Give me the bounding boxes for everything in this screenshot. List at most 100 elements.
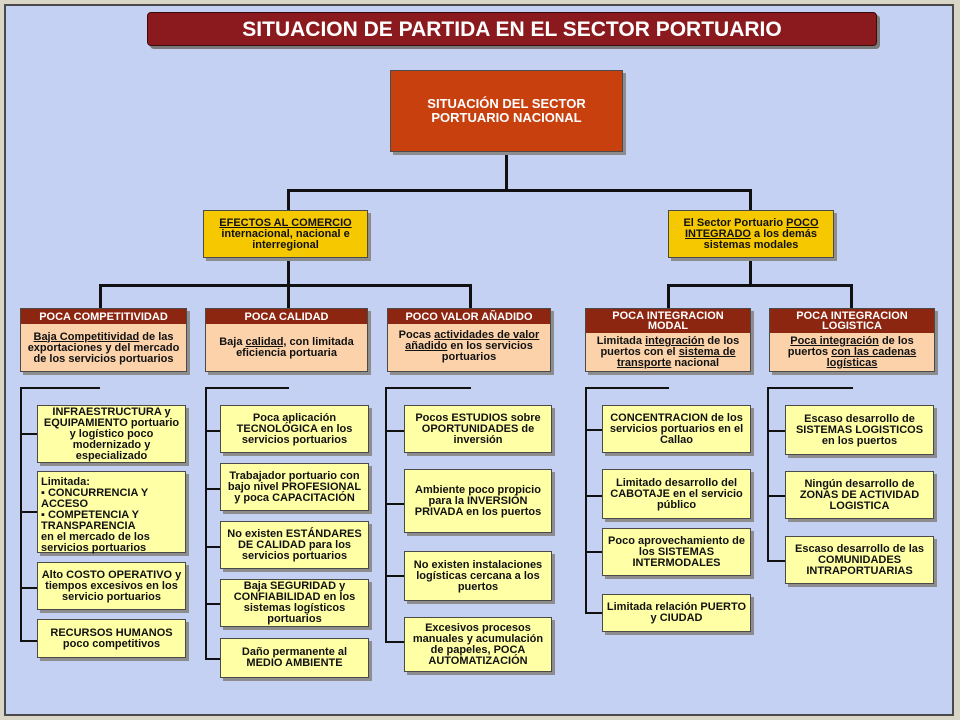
connector	[287, 258, 290, 286]
competitividad-text: de las exportaciones y del mercado de lo…	[27, 330, 180, 365]
connector	[385, 641, 404, 643]
valor-text-2: en los servicios portuarios	[441, 340, 533, 363]
modal-item: Limitado desarrollo del CABOTAJE en el s…	[602, 469, 751, 519]
connector	[385, 430, 404, 432]
modal-text-2: de los puertos con el	[600, 335, 740, 358]
connector	[205, 488, 220, 490]
competitividad-underlined: Baja Competitividad	[33, 330, 140, 343]
integrado-text-1: El Sector Portuario	[683, 216, 787, 229]
category-valor-anadido: POCO VALOR AÑADIDO Pocas actividades de …	[387, 308, 551, 372]
modal-text-1: Limitada	[596, 335, 646, 347]
competitividad-item: INFRAESTRUCTURA y EQUIPAMIENTO portuario…	[37, 405, 186, 463]
root-node: SITUACIÓN DEL SECTOR PORTUARIO NACIONAL	[390, 70, 623, 152]
connector	[505, 154, 508, 190]
connector	[767, 495, 785, 497]
integrado-underlined: POCO INTEGRADO	[684, 216, 819, 240]
modal-item: Limitada relación PUERTO y CIUDAD	[602, 594, 751, 632]
calidad-text-1: Baja	[219, 336, 246, 348]
connector	[99, 284, 102, 308]
connector	[287, 189, 290, 211]
category-header: POCA INTEGRACION LOGISTICA	[770, 309, 934, 333]
connector	[99, 284, 471, 287]
category-description: Baja Competitividad de las exportaciones…	[21, 324, 186, 372]
connector	[287, 189, 751, 192]
competitividad-item-limitada: Limitada: ▪ CONCURRENCIA Y ACCESO ▪ COMP…	[37, 471, 186, 554]
category-calidad: POCA CALIDAD Baja calidad, con limitada …	[205, 308, 368, 372]
connector	[287, 284, 290, 308]
modal-item: Poco aprovechamiento de los SISTEMAS INT…	[602, 528, 751, 576]
connector	[585, 387, 669, 389]
competitividad-item: Alto COSTO OPERATIVO y tiempos excesivos…	[37, 562, 186, 610]
valor-text-1: Pocas	[398, 329, 435, 341]
connector	[385, 387, 471, 389]
category-description: Limitada integración de los puertos con …	[586, 333, 750, 372]
connector	[385, 387, 387, 643]
valor-underlined: actividades de valor añadido	[405, 329, 540, 352]
connector	[205, 658, 220, 660]
connector	[585, 429, 602, 431]
connector	[20, 511, 37, 513]
category-header: POCO VALOR AÑADIDO	[388, 309, 550, 324]
calidad-item: Poca aplicación TECNOLÓGICA en los servi…	[220, 405, 369, 453]
category-header: POCA INTEGRACION MODAL	[586, 309, 750, 333]
connector	[850, 284, 853, 308]
connector	[20, 387, 100, 389]
efectos-underlined: EFECTOS AL COMERCIO	[219, 216, 352, 229]
modal-item: CONCENTRACION de los servicios portuario…	[602, 405, 751, 453]
connector	[205, 603, 220, 605]
root-line-1: SITUACIÓN DEL SECTOR	[427, 96, 586, 111]
logistica-underlined-2: con las cadenas logísticas	[826, 346, 917, 369]
connector	[205, 387, 207, 660]
connector	[667, 284, 853, 287]
calidad-item: Trabajador portuario con bajo nivel PROF…	[220, 463, 369, 511]
modal-underlined-2: sistema de transporte	[616, 346, 736, 369]
logistica-item: Ningún desarrollo de ZONAS DE ACTIVIDAD …	[785, 471, 934, 519]
connector	[585, 551, 602, 553]
calidad-underlined: calidad,	[245, 336, 287, 348]
logistica-underlined-1: Poca integración	[790, 335, 879, 347]
connector	[385, 575, 404, 577]
connector	[767, 387, 769, 562]
valor-item: Ambiente poco propicio para la INVERSIÓN…	[404, 469, 552, 533]
category-header: POCA CALIDAD	[206, 309, 367, 324]
limitada-tail: en el mercado de los servicios portuario…	[41, 531, 150, 554]
connector	[385, 503, 404, 505]
valor-item: Pocos ESTUDIOS sobre OPORTUNIDADES de in…	[404, 405, 552, 453]
modal-underlined-1: integración	[645, 335, 705, 347]
limitada-head: Limitada:	[41, 476, 90, 488]
competitividad-item: RECURSOS HUMANOS poco competitivos	[37, 619, 186, 658]
connector	[205, 430, 220, 432]
category-description: Poca integración de los puertos con las …	[770, 333, 934, 372]
modal-text-3: nacional	[671, 357, 720, 369]
category-description: Baja calidad, con limitada eficiencia po…	[206, 324, 367, 372]
calidad-item: No existen ESTÁNDARES DE CALIDAD para lo…	[220, 521, 369, 569]
connector	[20, 387, 22, 642]
poco-integrado-node: El Sector Portuario POCO INTEGRADO a los…	[668, 210, 834, 258]
calidad-text-2: con limitada eficiencia portuaria	[236, 336, 354, 359]
integrado-text-2: a los demás sistemas modales	[703, 227, 818, 251]
category-integracion-modal: POCA INTEGRACION MODAL Limitada integrac…	[585, 308, 751, 372]
logistica-item: Escaso desarrollo de las COMUNIDADES INT…	[785, 536, 934, 584]
category-integracion-logistica: POCA INTEGRACION LOGISTICA Poca integrac…	[769, 308, 935, 372]
valor-item: No existen instalaciones logísticas cerc…	[404, 551, 552, 601]
efectos-comercio-node: EFECTOS AL COMERCIO internacional, nacio…	[203, 210, 368, 258]
connector	[20, 587, 37, 589]
category-competitividad: POCA COMPETITIVIDAD Baja Competitividad …	[20, 308, 187, 372]
calidad-item: Baja SEGURIDAD y CONFIABILIDAD en los si…	[220, 579, 369, 627]
limitada-bullet: ▪ CONCURRENCIA Y ACCESO	[41, 487, 148, 510]
category-description: Pocas actividades de valor añadido en lo…	[388, 324, 550, 372]
logistica-text: de los puertos	[787, 335, 914, 358]
connector	[585, 612, 602, 614]
connector	[585, 387, 587, 614]
connector	[749, 258, 752, 286]
connector	[767, 387, 853, 389]
connector	[205, 546, 220, 548]
logistica-item: Escaso desarrollo de SISTEMAS LOGISTICOS…	[785, 405, 934, 455]
calidad-item: Daño permanente al MEDIO AMBIENTE	[220, 638, 369, 678]
connector	[767, 560, 785, 562]
connector	[667, 284, 670, 308]
root-line-2: PORTUARIO NACIONAL	[431, 110, 582, 125]
efectos-text: internacional, nacional e interregional	[221, 227, 350, 251]
category-header: POCA COMPETITIVIDAD	[21, 309, 186, 324]
connector	[20, 640, 37, 642]
